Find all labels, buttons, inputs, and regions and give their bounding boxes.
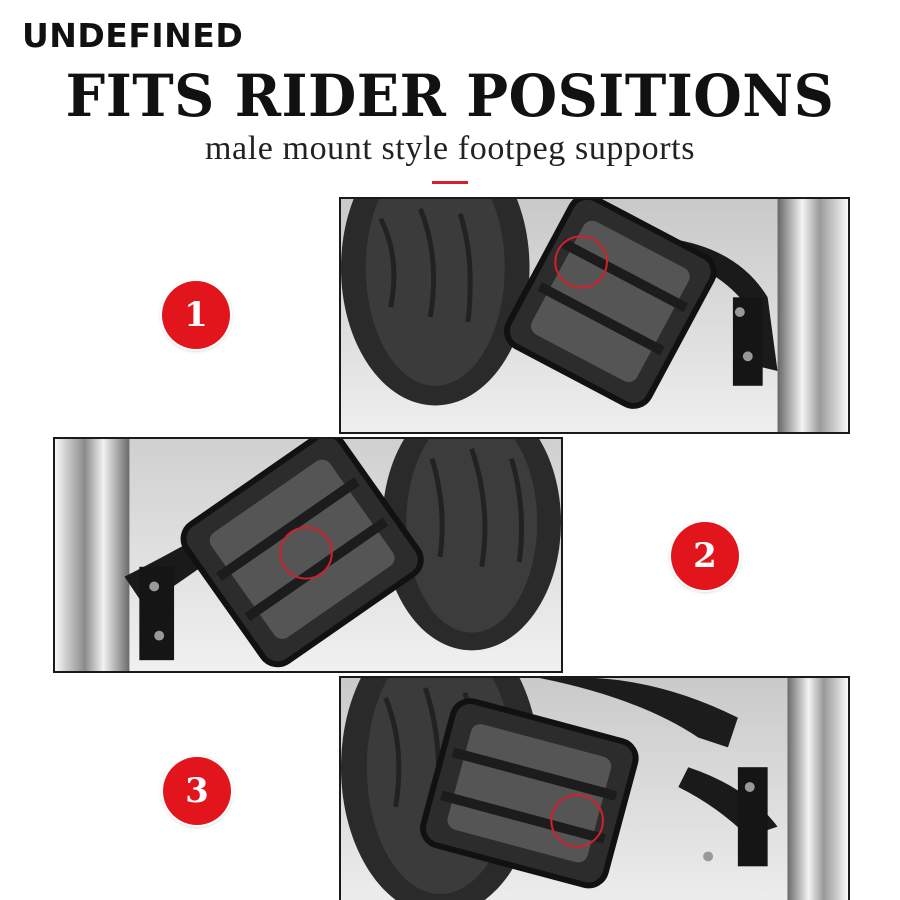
accent-divider bbox=[432, 181, 468, 184]
position-badge-1: 1 bbox=[162, 281, 230, 349]
footpeg-photo-icon bbox=[341, 199, 848, 432]
position-badge-2: 2 bbox=[671, 522, 739, 590]
position-badge-3: 3 bbox=[163, 757, 231, 825]
footpeg-photo-1 bbox=[339, 197, 850, 434]
page-title: FITS RIDER POSITIONS bbox=[65, 62, 835, 130]
footpeg-photo-2 bbox=[53, 437, 563, 673]
brand-label: UNDEFINED bbox=[22, 16, 244, 55]
footpeg-photo-icon bbox=[55, 439, 561, 671]
footpeg-photo-icon bbox=[341, 678, 848, 900]
footpeg-photo-3 bbox=[339, 676, 850, 900]
page-subtitle: male mount style footpeg supports bbox=[204, 130, 696, 167]
